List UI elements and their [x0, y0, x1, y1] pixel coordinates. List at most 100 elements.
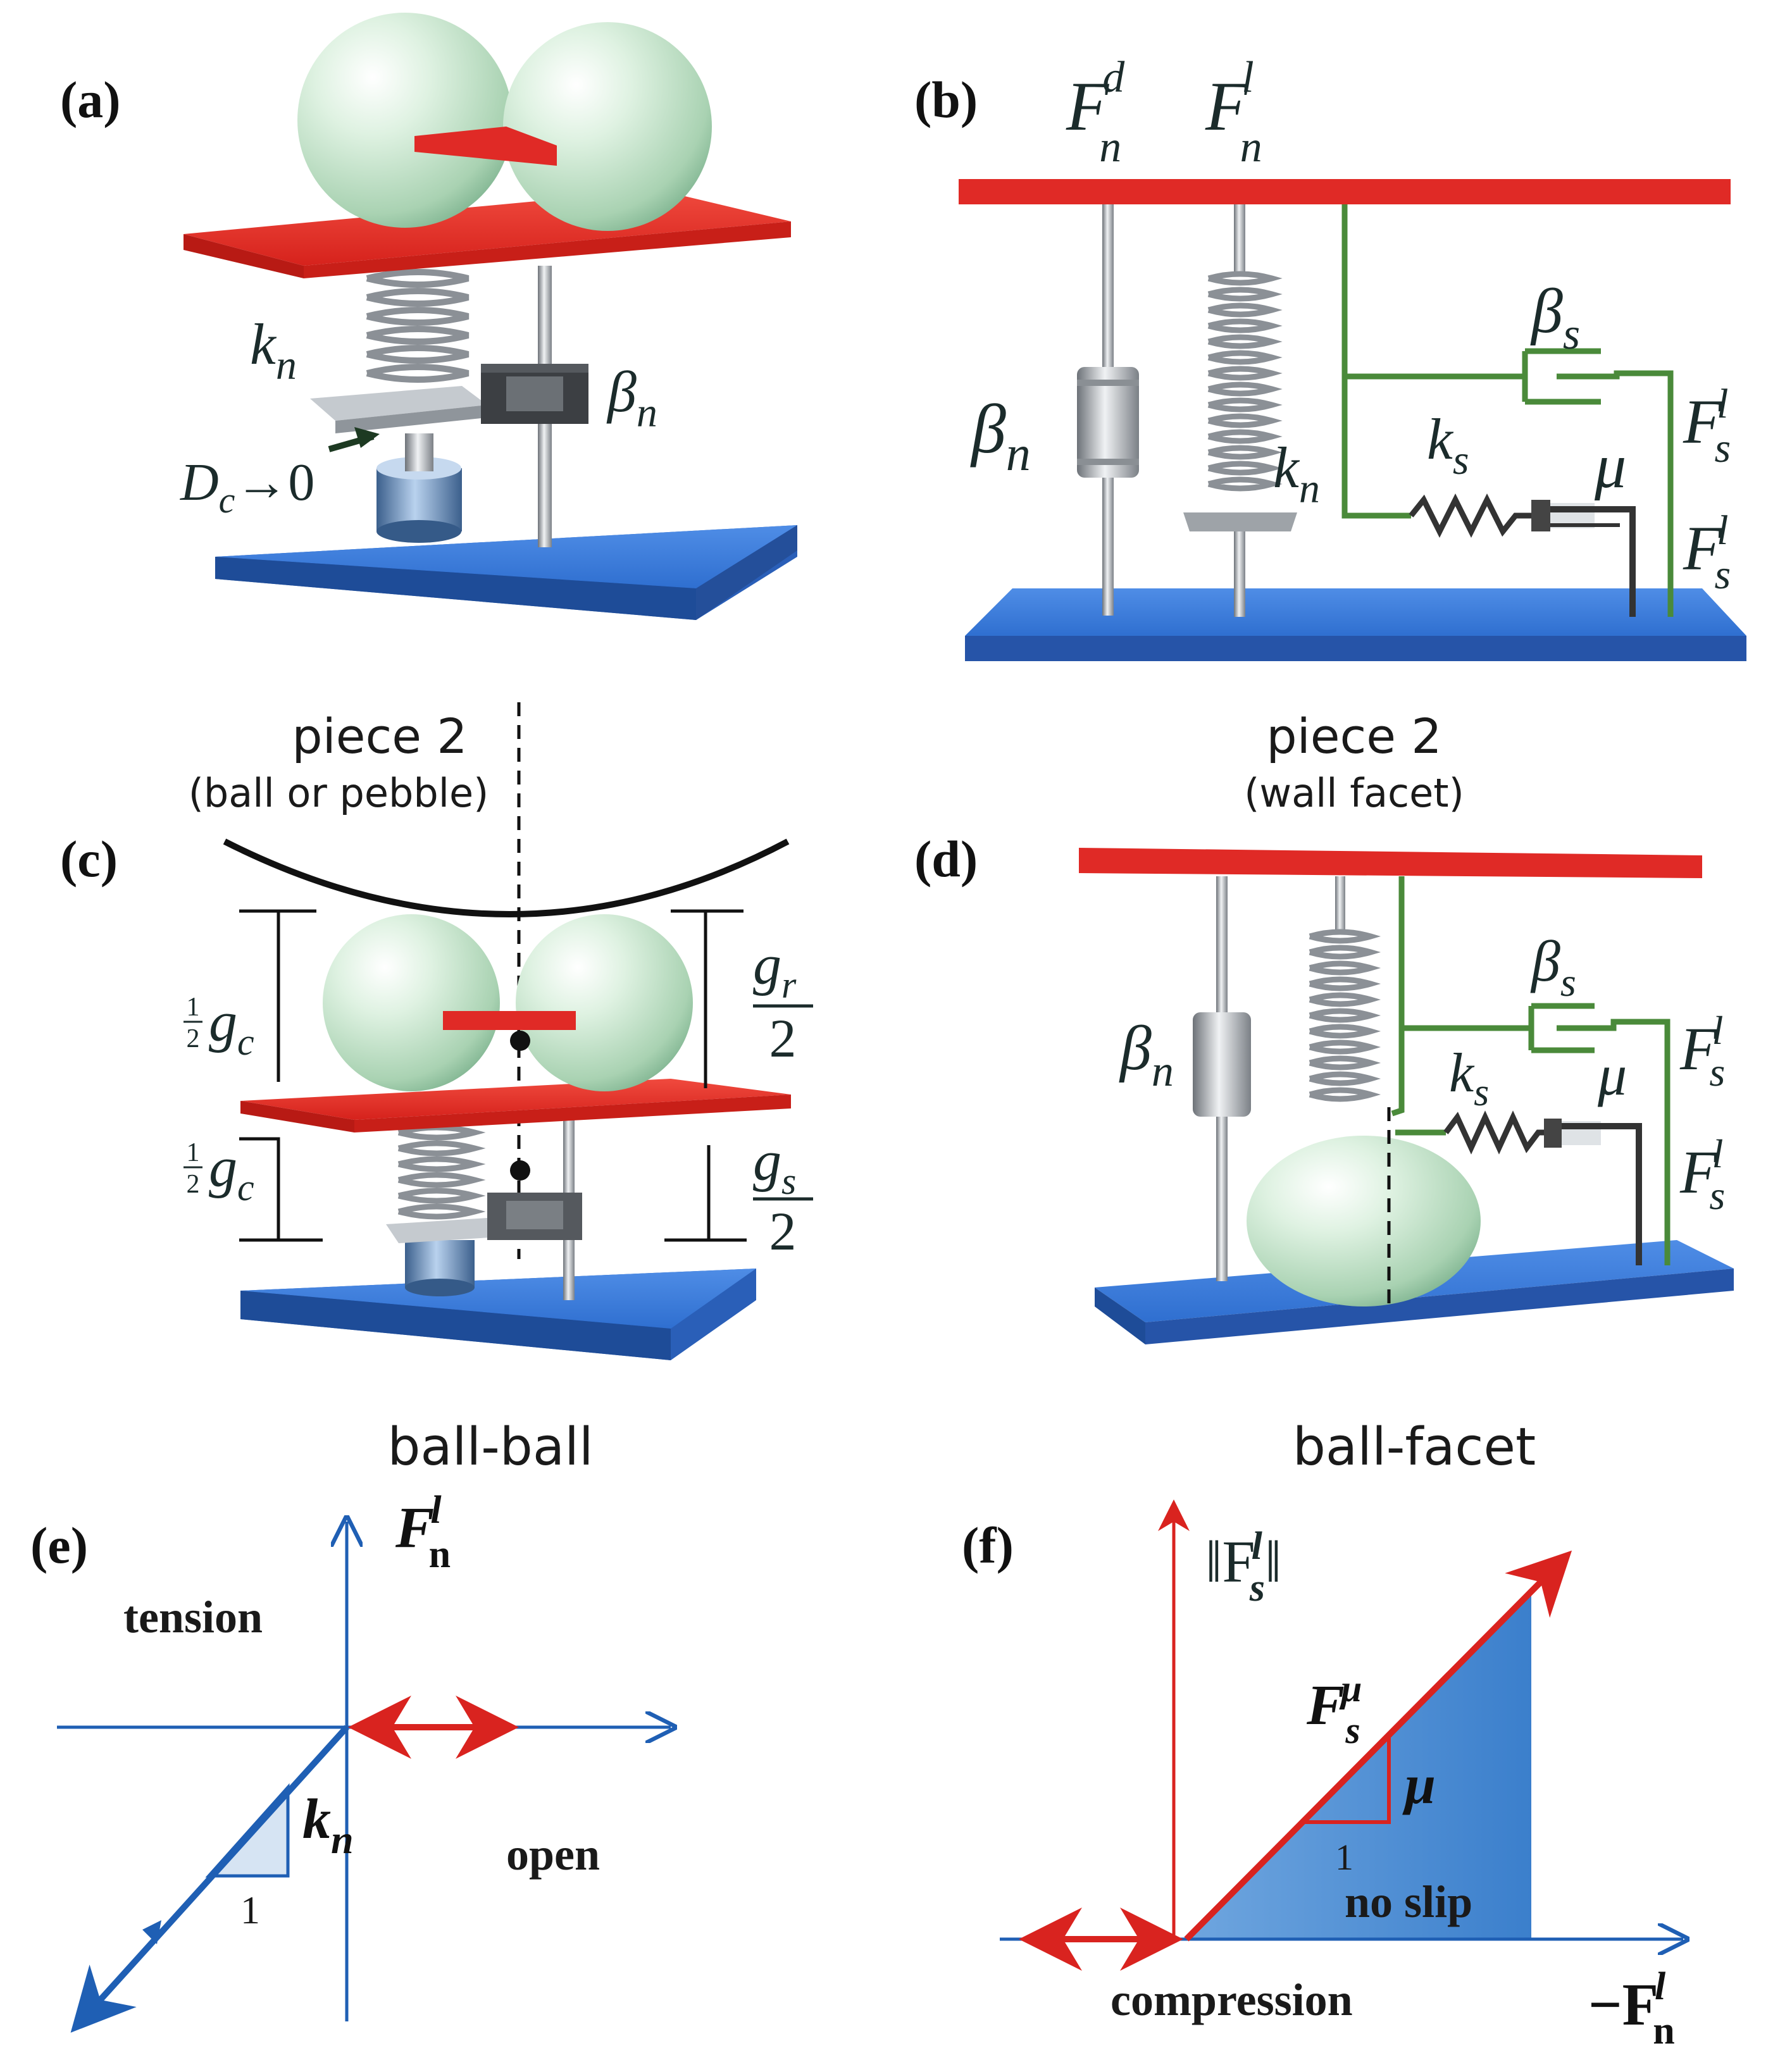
- svg-text:2: 2: [187, 1024, 200, 1053]
- contact-point-upper-c: [510, 1031, 530, 1051]
- svg-text:2: 2: [769, 1201, 797, 1262]
- panel-c: (c) piece 2 (ball or pebble): [60, 702, 813, 1477]
- red-bar-d: [1079, 848, 1702, 878]
- kn-label-e: kn: [302, 1788, 354, 1862]
- panel-d-label: (d): [914, 830, 978, 888]
- spring-kn-b: [1207, 271, 1283, 492]
- ball-left-a: [297, 13, 513, 228]
- svg-text:2: 2: [769, 1008, 797, 1069]
- spring-kn-d: [1309, 929, 1381, 1102]
- tension-line-e: [70, 1725, 349, 2033]
- slope-triangle-f: [1304, 1737, 1391, 1824]
- beta-n-label-d: βn: [1119, 1013, 1174, 1096]
- contact-wedge-c: [443, 1011, 576, 1030]
- panel-d: (d) piece 2 (wall facet): [914, 708, 1734, 1477]
- panel-a-label: (a): [60, 71, 121, 128]
- gap-cylinder-a: [376, 433, 462, 543]
- panel-a: (a): [60, 13, 797, 620]
- svg-text:gr: gr: [753, 934, 797, 1006]
- rod-top-kn-b: [1234, 204, 1245, 274]
- open-label-e: open: [506, 1829, 600, 1880]
- compression-label-f: compression: [1111, 1975, 1353, 2025]
- panel-b-label: (b): [914, 71, 978, 128]
- spring-plate-a: [310, 386, 487, 421]
- damper-beta-n-a: [481, 364, 588, 424]
- red-plate-a: [184, 190, 791, 278]
- rod-bottom-kn-b: [1234, 531, 1245, 617]
- base-plate-c: [240, 1269, 756, 1360]
- friction-slider-d: [1544, 1119, 1642, 1265]
- gs-half-c: gs 2: [753, 1130, 813, 1262]
- dashpot-beta-n-d: [1193, 1012, 1251, 1117]
- red-plate-c: [240, 1079, 791, 1132]
- svg-text:1: 1: [187, 1138, 200, 1167]
- ball-right-c: [516, 914, 693, 1091]
- mu-label-d: μ: [1597, 1043, 1627, 1107]
- beta-s-label-d: βs: [1530, 929, 1576, 1005]
- beta-n-label-a: βn: [606, 359, 657, 436]
- contact-wedge-a: [414, 127, 557, 166]
- contact-point-lower-c: [510, 1160, 530, 1181]
- base-plate-b: [965, 588, 1746, 661]
- svg-text:gs: gs: [753, 1130, 796, 1202]
- spring-kn-c: [397, 1124, 486, 1220]
- panel-e-label: (e): [30, 1517, 88, 1574]
- spring-plate-c: [386, 1218, 500, 1243]
- dc-label-a: Dc→0: [180, 453, 314, 521]
- ball-right-a: [503, 22, 712, 231]
- gr-half-c: gr 2: [753, 934, 813, 1069]
- tangential-network-b: [1341, 204, 1674, 617]
- svg-text:gc: gc: [209, 1136, 254, 1208]
- red-bar-b: [959, 179, 1731, 204]
- svg-text:gc: gc: [209, 991, 254, 1063]
- slope-one-f: 1: [1335, 1837, 1353, 1878]
- friction-slider-b: [1531, 500, 1636, 617]
- gr-gs-brackets-c: [664, 909, 747, 1242]
- beta-s-label-b: βs: [1530, 276, 1580, 359]
- tangential-network-d: [1391, 876, 1671, 1265]
- piece-2-desc-c: (ball or pebble): [189, 770, 489, 816]
- beta-n-label-b: βn: [970, 390, 1031, 481]
- base-plate-a: [215, 525, 797, 620]
- piece-2-label-d: piece 2: [1266, 708, 1441, 764]
- piece-2-desc-d: (wall facet): [1244, 770, 1464, 816]
- dashpot-beta-n-b: [1077, 367, 1139, 478]
- mu-label-b: μ: [1594, 431, 1626, 501]
- panel-f-label: (f): [962, 1517, 1014, 1574]
- half-gc-lower-c: 1 2 gc: [184, 1136, 254, 1208]
- kn-label-a: kn: [250, 312, 297, 388]
- half-gc-upper-c: 1 2 gc: [184, 991, 254, 1063]
- mu-label-f: μ: [1402, 1754, 1436, 1816]
- panel-c-label: (c): [60, 830, 118, 888]
- caption-c: ball-ball: [387, 1417, 593, 1477]
- ks-label-d: ks: [1449, 1043, 1489, 1114]
- spring-kn-a: [366, 269, 470, 383]
- tension-label-e: tension: [123, 1592, 263, 1642]
- piece-2-label-c: piece 2: [292, 708, 467, 764]
- ball-d: [1247, 1136, 1481, 1306]
- gc-brackets-c: [239, 909, 323, 1242]
- no-slip-label-f: no slip: [1345, 1877, 1472, 1927]
- svg-text:1: 1: [187, 993, 200, 1022]
- slope-one-e: 1: [240, 1889, 260, 1932]
- svg-text:2: 2: [187, 1170, 200, 1199]
- ball-left-c: [323, 914, 500, 1091]
- piece-2-curve-c: [223, 838, 790, 917]
- kn-label-b: kn: [1273, 435, 1320, 512]
- coulomb-line-f: [1184, 1550, 1572, 1942]
- ks-label-b: ks: [1427, 407, 1469, 483]
